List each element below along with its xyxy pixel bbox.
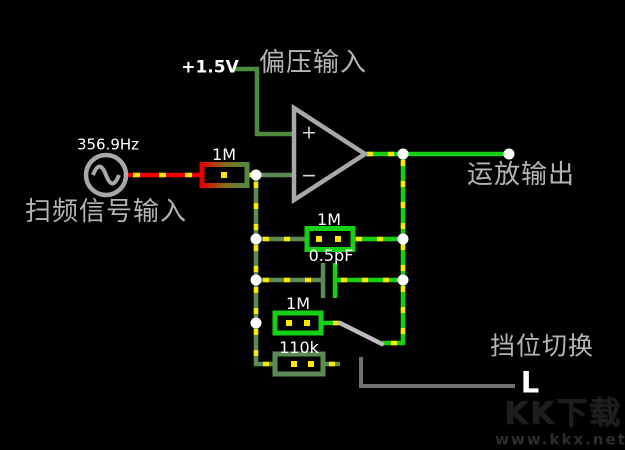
sine-wave-icon bbox=[91, 164, 121, 186]
junction-dot bbox=[250, 169, 262, 181]
current-dot bbox=[291, 361, 297, 367]
current-dot bbox=[304, 320, 310, 326]
source-label: 扫频信号输入 bbox=[24, 197, 188, 227]
range-switch-lever[interactable] bbox=[337, 320, 385, 347]
switch-label: 挡位切换 bbox=[489, 331, 595, 361]
wire-left-rail[interactable] bbox=[253, 175, 275, 367]
range-resistor-110k[interactable] bbox=[272, 351, 326, 377]
junction-dot bbox=[397, 148, 409, 160]
ac-source[interactable] bbox=[83, 152, 129, 198]
junction-dot bbox=[397, 274, 409, 286]
input-resistor[interactable] bbox=[199, 162, 250, 188]
opamp-plus-input: + bbox=[301, 121, 317, 144]
opamp-triangle[interactable] bbox=[291, 103, 370, 205]
current-dots bbox=[387, 160, 406, 346]
current-dot bbox=[221, 172, 227, 178]
bias-label: 偏压输入 bbox=[258, 48, 368, 78]
junction-dot bbox=[397, 233, 409, 245]
source-frequency: 356.9Hz bbox=[76, 135, 140, 154]
output-label: 运放输出 bbox=[466, 160, 576, 190]
input-resistor-value: 1M bbox=[212, 145, 236, 164]
range-resistor-110k-value: 110k bbox=[279, 338, 319, 357]
current-dots bbox=[253, 182, 272, 367]
wire-right-rail[interactable] bbox=[382, 154, 406, 346]
junction-dot bbox=[250, 233, 262, 245]
range-resistor-1m[interactable] bbox=[272, 310, 324, 336]
output-terminal[interactable] bbox=[503, 148, 515, 160]
current-dot bbox=[335, 236, 341, 242]
feedback-capacitor[interactable] bbox=[320, 263, 338, 298]
switch-leader-line bbox=[359, 357, 515, 388]
wire-bias-input[interactable] bbox=[234, 66, 294, 137]
feedback-resistor-value: 1M bbox=[317, 210, 341, 229]
junction-dot bbox=[250, 274, 262, 286]
watermark-logo: KK下载 bbox=[503, 395, 623, 432]
current-dot bbox=[308, 361, 314, 367]
junction-dot bbox=[250, 317, 262, 329]
watermark-url: www.kkx.net bbox=[495, 430, 625, 449]
current-dot bbox=[286, 320, 292, 326]
switch-hotkey: L bbox=[520, 365, 540, 400]
range-resistor-1m-value: 1M bbox=[286, 294, 310, 313]
feedback-resistor-1m[interactable] bbox=[304, 226, 356, 252]
feedback-capacitor-value: 0.5pF bbox=[308, 246, 354, 265]
opamp-minus-input: − bbox=[301, 164, 317, 187]
current-dot bbox=[316, 236, 322, 242]
bias-voltage: +1.5V bbox=[181, 57, 239, 78]
